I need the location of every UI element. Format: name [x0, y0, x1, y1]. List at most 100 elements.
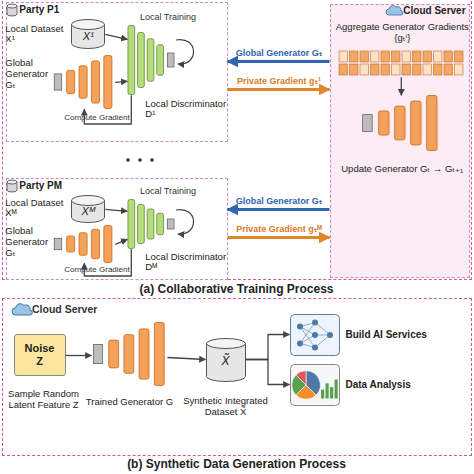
gradient-cell: [423, 64, 432, 75]
network-unit: [312, 332, 318, 338]
pie-slice: [295, 370, 305, 384]
gradient-cell: [381, 64, 390, 75]
gradient-cell: [402, 51, 411, 62]
input-block: [55, 239, 62, 250]
layer-bar: [104, 226, 112, 263]
layer-bar: [147, 209, 154, 239]
layer-bar: [379, 111, 389, 135]
section-caption: (b) Synthetic Data Generation Process: [2, 458, 472, 473]
icon-frame: [290, 364, 339, 405]
dataset-symbol: X¹: [71, 27, 105, 45]
input-block: [55, 74, 62, 90]
edge-label: Global Generator Gₜ: [229, 47, 329, 60]
layer-bar: [411, 101, 421, 145]
cylinder-top: [206, 338, 245, 348]
gradient-grid: Aggregate Generator Gradients {gₜⁱ}: [337, 49, 465, 77]
layer-bar: [157, 214, 164, 236]
gradient-cell: [444, 64, 453, 75]
cylinder-top: [72, 196, 105, 206]
noise-caption: Sample Random Latent Feature Z: [2, 382, 86, 418]
network-unit: [312, 344, 318, 350]
noise-label: Noise Z: [22, 336, 58, 374]
layer-bar: [108, 340, 118, 368]
gradient-cell: [350, 64, 359, 75]
generator-network-outline: [53, 225, 115, 263]
output-label: Data Analysis: [346, 371, 442, 399]
generator-network: Update Generator Gₜ → Gₜ₊₁: [361, 95, 441, 151]
layer-bar: [92, 230, 100, 259]
layer-bar: [67, 236, 75, 252]
network-unit: [312, 319, 318, 325]
discriminator-network: Local Discriminator Dᴹ: [127, 199, 175, 249]
connector-arrow: [228, 88, 330, 91]
layer-bar: [157, 45, 164, 76]
input-block: [93, 344, 102, 363]
network-unit: [297, 340, 303, 346]
gradient-cell: [371, 51, 380, 62]
generator-network: Trained Generator G: [92, 322, 168, 386]
gradient-cell: [381, 51, 390, 62]
dataset-symbol: Xᴹ: [71, 202, 105, 220]
section-panel: Local Dataset X¹X¹Global Generator GₜLoc…: [2, 0, 472, 280]
generator-network: Global Generator Gₜ: [53, 55, 115, 109]
discriminator-network-outline: [127, 199, 175, 249]
generator-network-outline: [92, 322, 168, 386]
connector-arrow: [246, 335, 290, 360]
layer-bar: [147, 39, 154, 81]
party-title: Party P1: [19, 3, 109, 15]
layer-bar: [395, 106, 405, 140]
layer-bar: [123, 334, 133, 373]
layer-bar: [128, 200, 135, 249]
dataset-cylinder: X̃Synthetic Integrated Dataset X̃: [206, 338, 246, 382]
analysis-icon-outline: [290, 364, 340, 406]
gradient-cell: [350, 51, 359, 62]
gradient-cell: [413, 51, 422, 62]
gradient-cell: [413, 64, 422, 75]
layer-bar: [79, 233, 87, 256]
bar-mark: [325, 383, 328, 398]
gradient-cell: [392, 51, 401, 62]
cylinder-top: [72, 20, 105, 30]
edge-label: Global Generator Gₜ: [229, 195, 329, 208]
party-box: Local Dataset XᴹXᴹGlobal Generator Gₜ Loc…: [6, 178, 228, 280]
connector-arrow: [228, 208, 330, 211]
ai-service-icon: Build AI Services: [290, 314, 340, 356]
gradient-cell: [423, 51, 432, 62]
network-unit: [297, 323, 303, 329]
connector-arrow: [66, 355, 92, 356]
cloud-icon: [12, 304, 32, 315]
gradient-cell: [392, 64, 401, 75]
connector-arrow: [228, 60, 330, 63]
discriminator-network: Local Discriminator D¹: [127, 25, 175, 95]
dataset-label: Local Dataset X¹: [5, 21, 69, 47]
dataset-symbol: X̃: [206, 352, 246, 372]
connector-arrow: [246, 360, 290, 385]
analysis-icon: Data Analysis: [290, 364, 340, 406]
gradient-cell: [455, 64, 464, 75]
discriminator-label: Local Discriminator Dᴹ: [145, 250, 227, 274]
gradient-cell: [434, 51, 443, 62]
gradient-cell: [455, 51, 464, 62]
icon-frame: [290, 314, 339, 355]
gradient-cell: [434, 64, 443, 75]
dataset-cylinder: Local Dataset XᴹXᴹ: [71, 195, 105, 223]
layer-bar: [138, 205, 145, 244]
generator-network-outline: [53, 55, 115, 109]
layer-bar: [67, 71, 75, 94]
output-block: [168, 219, 175, 229]
generator-label: Global Generator Gₜ: [5, 225, 53, 259]
input-block: [363, 115, 373, 132]
server-panel: Aggregate Generator Gradients {gₜⁱ} Updat…: [330, 4, 470, 278]
edge-label: Private Gradient gₜ¹: [229, 75, 329, 88]
gradient-cell: [339, 64, 348, 75]
gradient-cell: [402, 64, 411, 75]
ellipsis-dots: [126, 158, 154, 162]
section-panel: Noise Z Sample Random Latent Feature ZTra…: [2, 298, 472, 456]
party-box: Local Dataset X¹X¹ Global Generator GₜLoc…: [6, 2, 228, 142]
dataset-label: Local Dataset Xᴹ: [5, 195, 69, 221]
gradient-cell: [371, 64, 380, 75]
dataset-label: Synthetic Integrated Dataset X̃: [176, 388, 276, 426]
network-unit: [327, 332, 333, 338]
layer-bar: [138, 33, 145, 88]
